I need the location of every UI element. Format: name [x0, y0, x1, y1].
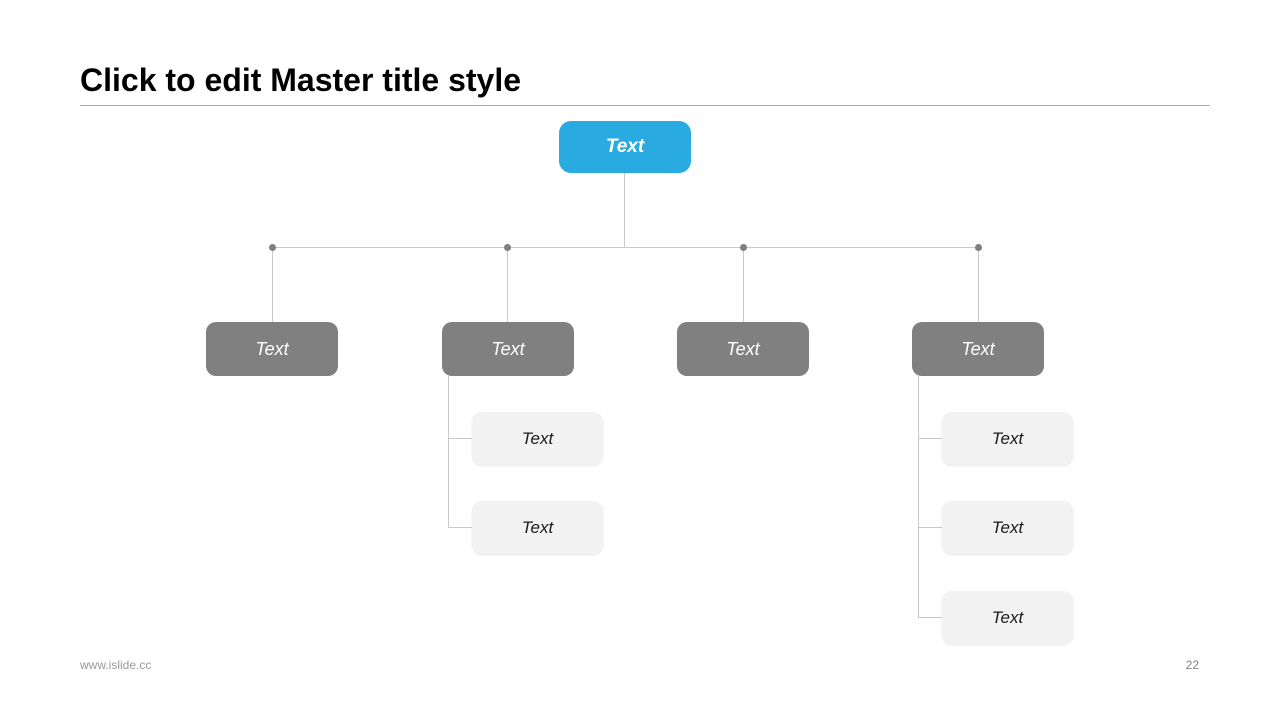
org-leaf-node-2-2[interactable]: Text — [472, 501, 603, 554]
org-branch-node-4[interactable]: Text — [912, 322, 1044, 376]
connector-root-vertical — [624, 173, 625, 247]
org-leaf-node-2-1[interactable]: Text — [472, 412, 603, 465]
connector-dot-3 — [740, 244, 747, 251]
org-leaf-node-4-3[interactable]: Text — [942, 591, 1073, 644]
connector-group2-stub-1 — [448, 438, 472, 439]
footer-page-number: 22 — [1185, 658, 1199, 672]
org-root-node[interactable]: Text — [559, 121, 691, 173]
connector-dot-4 — [975, 244, 982, 251]
connector-branch-drop-3 — [743, 247, 744, 322]
footer-website-link[interactable]: www.islide.cc — [80, 658, 152, 672]
org-branch-node-2[interactable]: Text — [442, 322, 574, 376]
title-underline — [80, 105, 1210, 106]
connector-group4-stub-1 — [918, 438, 942, 439]
connector-dot-2 — [504, 244, 511, 251]
org-branch-node-1[interactable]: Text — [206, 322, 338, 376]
connector-dot-1 — [269, 244, 276, 251]
connector-branch-drop-4 — [978, 247, 979, 322]
connector-group2-stub-2 — [448, 527, 472, 528]
connector-group4-vertical — [918, 376, 919, 618]
page-title[interactable]: Click to edit Master title style — [80, 62, 522, 98]
connector-horizontal-spine — [272, 247, 979, 248]
org-branch-node-3[interactable]: Text — [677, 322, 809, 376]
connector-branch-drop-1 — [272, 247, 273, 322]
connector-branch-drop-2 — [507, 247, 508, 322]
connector-group4-stub-2 — [918, 527, 942, 528]
connector-group2-vertical — [448, 376, 449, 528]
connector-group4-stub-3 — [918, 617, 942, 618]
org-leaf-node-4-2[interactable]: Text — [942, 501, 1073, 554]
org-leaf-node-4-1[interactable]: Text — [942, 412, 1073, 465]
